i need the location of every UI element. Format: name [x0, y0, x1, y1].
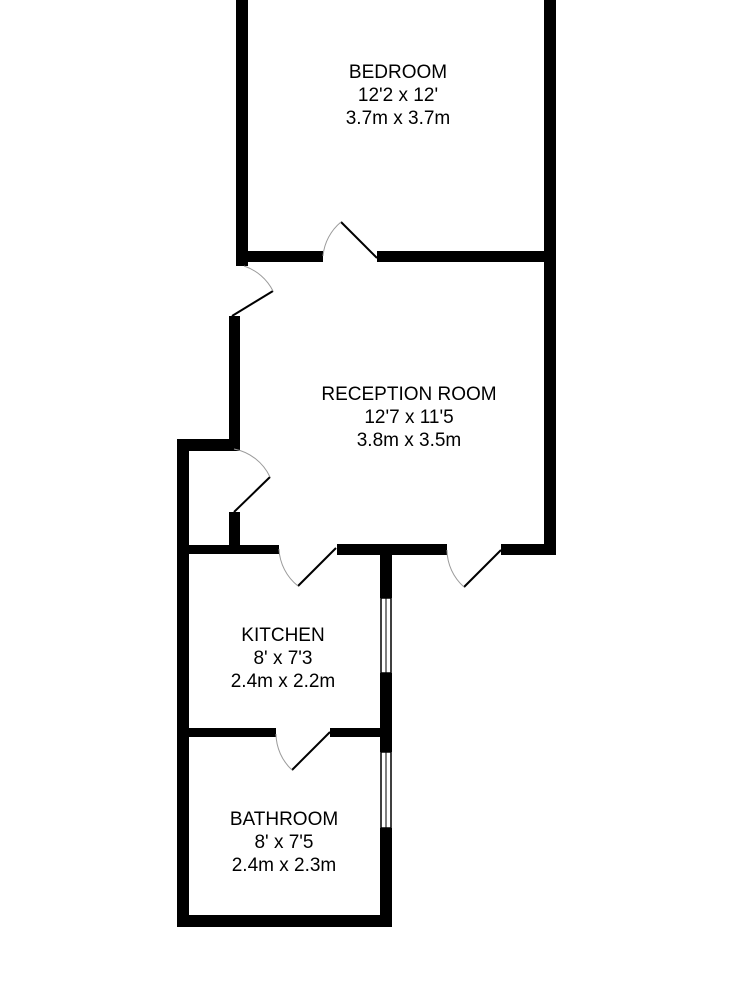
room-label-bedroom: BEDROOM 12'2 x 12' 3.7m x 3.7m	[298, 61, 498, 130]
windows	[380, 597, 392, 829]
wall-bedroom-bottom-left	[236, 251, 323, 262]
wall-bedroom-right	[544, 0, 556, 262]
wall-kitchen-bottom-right	[330, 728, 380, 737]
room-name: KITCHEN	[241, 625, 325, 646]
wall-bathroom-bottom	[177, 915, 392, 927]
wall-bedroom-bottom-right	[377, 251, 556, 262]
room-name: BEDROOM	[348, 62, 448, 83]
wall-reception-bottom-right	[501, 544, 556, 555]
wall-east-upper	[380, 544, 392, 598]
walls	[177, 0, 556, 927]
wall-reception-left-upper	[229, 316, 240, 449]
wall-outer-left	[177, 439, 189, 927]
room-label-reception: RECEPTION ROOM 12'7 x 11'5 3.8m x 3.5m	[299, 383, 519, 452]
door-bathroom	[275, 731, 331, 771]
room-size-metric: 2.4m x 2.3m	[231, 855, 337, 876]
wall-cupboard-top	[177, 439, 240, 451]
door-reception-lower	[446, 549, 502, 588]
room-name: BATHROOM	[229, 809, 339, 830]
wall-kitchen-top-left	[189, 545, 279, 554]
wall-kitchen-bottom-left	[189, 728, 276, 737]
wall-east-lower	[380, 828, 392, 927]
room-label-kitchen: KITCHEN 8' x 7'3 2.4m x 2.2m	[208, 624, 358, 693]
room-label-bathroom: BATHROOM 8' x 7'5 2.4m x 2.3m	[204, 808, 364, 877]
room-size-metric: 3.8m x 3.5m	[356, 430, 462, 451]
room-size-imperial: 8' x 7'3	[253, 648, 313, 669]
door-entry	[231, 265, 274, 317]
door-cupboard	[233, 448, 271, 513]
room-size-imperial: 12'7 x 11'5	[364, 407, 454, 428]
room-size-metric: 3.7m x 3.7m	[345, 108, 451, 129]
door-bedroom	[322, 221, 378, 259]
door-kitchen	[278, 547, 337, 587]
room-name: RECEPTION ROOM	[321, 384, 497, 405]
wall-reception-left-lower	[229, 512, 240, 550]
room-size-imperial: 12'2 x 12'	[357, 85, 439, 106]
wall-east-middle	[380, 673, 392, 752]
doors	[231, 221, 502, 771]
wall-bedroom-left	[236, 0, 248, 266]
wall-reception-right	[544, 262, 556, 554]
room-size-metric: 2.4m x 2.2m	[230, 671, 336, 692]
room-size-imperial: 8' x 7'5	[254, 832, 314, 853]
